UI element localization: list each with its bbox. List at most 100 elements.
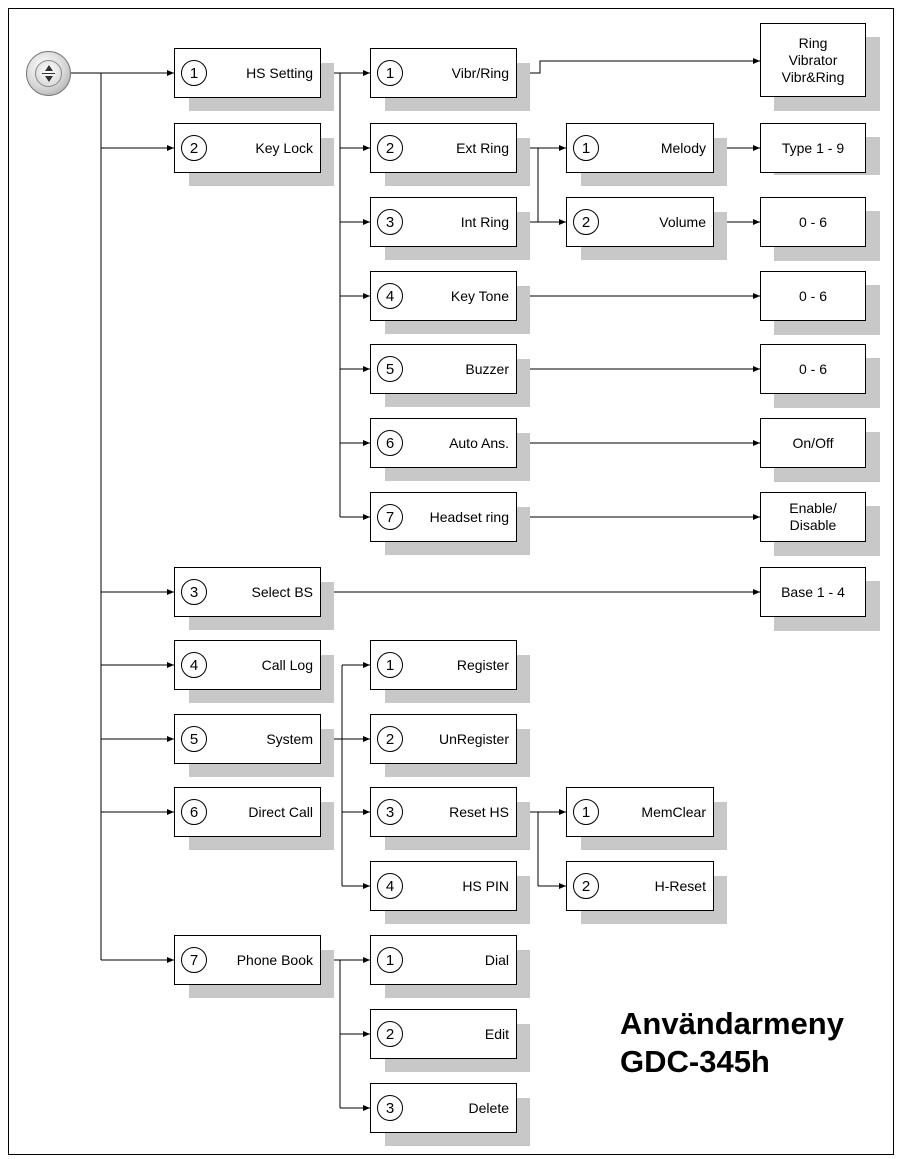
menu-key-tone: 4 Key Tone	[370, 271, 530, 334]
menu-label: MemClear	[641, 804, 706, 820]
options-select-bs: Base 1 - 4	[760, 567, 866, 617]
menu-label: Delete	[468, 1100, 509, 1116]
menu-label: Key Lock	[255, 140, 313, 156]
menu-number: 4	[377, 283, 403, 309]
menu-number: 3	[377, 209, 403, 235]
menu-number: 1	[377, 947, 403, 973]
menu-label: Call Log	[261, 657, 313, 673]
option-text: Base 1 - 4	[781, 583, 845, 600]
option-text: Type 1 - 9	[781, 139, 845, 156]
menu-key-lock: 2 Key Lock	[174, 123, 334, 186]
options-buzzer: 0 - 6	[760, 344, 866, 394]
menu-melody: 1 Melody	[566, 123, 727, 186]
menu-label: Ext Ring	[456, 140, 509, 156]
menu-register: 1 Register	[370, 640, 530, 703]
menu-call-log: 4 Call Log	[174, 640, 334, 703]
menu-phone-book: 7 Phone Book	[174, 935, 334, 998]
menu-label: Edit	[484, 1026, 509, 1042]
menu-h-reset: 2 H-Reset	[566, 861, 727, 924]
menu-label: UnRegister	[438, 731, 509, 747]
option-text: Enable/	[789, 500, 837, 516]
diagram-frame	[8, 8, 894, 1155]
menu-number: 2	[573, 209, 599, 235]
menu-unregister: 2 UnRegister	[370, 714, 530, 777]
menu-label: Vibr/Ring	[451, 65, 509, 81]
menu-number: 2	[377, 1021, 403, 1047]
menu-vibr-ring: 1 Vibr/Ring	[370, 48, 530, 111]
menu-label: Register	[456, 657, 509, 673]
title-line-2: GDC-345h	[620, 1044, 770, 1079]
options-headset-ring: Enable/ Disable	[760, 492, 866, 542]
menu-headset-ring: 7 Headset ring	[370, 492, 530, 555]
menu-number: 1	[377, 652, 403, 678]
menu-label: Phone Book	[236, 952, 313, 968]
options-volume: 0 - 6	[760, 197, 866, 247]
menu-number: 2	[181, 135, 207, 161]
menu-label: Melody	[660, 140, 706, 156]
menu-number: 1	[181, 60, 207, 86]
navigation-key-icon	[26, 51, 71, 96]
menu-label: Select BS	[251, 584, 313, 600]
menu-label: Reset HS	[449, 804, 509, 820]
menu-number: 3	[377, 1095, 403, 1121]
menu-label: Buzzer	[465, 361, 509, 377]
menu-system: 5 System	[174, 714, 334, 777]
menu-label: Headset ring	[429, 509, 509, 525]
menu-number: 4	[181, 652, 207, 678]
diagram-title: Användarmeny GDC-345h	[620, 1005, 844, 1081]
menu-memclear: 1 MemClear	[566, 787, 727, 850]
option-text: 0 - 6	[798, 213, 827, 230]
option-text: Vibr&Ring	[781, 68, 845, 85]
option-text: Vibrator	[788, 51, 838, 68]
options-auto-ans: On/Off	[760, 418, 866, 468]
menu-number: 2	[377, 726, 403, 752]
menu-int-ring: 3 Int Ring	[370, 197, 530, 260]
menu-number: 6	[181, 799, 207, 825]
menu-ext-ring: 2 Ext Ring	[370, 123, 530, 186]
menu-delete: 3 Delete	[370, 1083, 530, 1146]
options-melody: Type 1 - 9	[760, 123, 866, 173]
menu-label: Dial	[484, 952, 509, 968]
option-text: 0 - 6	[798, 287, 827, 304]
option-text: On/Off	[792, 434, 834, 451]
menu-number: 7	[377, 504, 403, 530]
menu-label: Direct Call	[248, 804, 313, 820]
title-line-1: Användarmeny	[620, 1006, 844, 1041]
menu-hs-pin: 4 HS PIN	[370, 861, 530, 924]
option-text: Ring	[798, 34, 828, 51]
menu-number: 3	[181, 579, 207, 605]
menu-hs-setting: 1 HS Setting	[174, 48, 334, 111]
menu-label: Volume	[659, 214, 706, 230]
menu-number: 4	[377, 873, 403, 899]
menu-buzzer: 5 Buzzer	[370, 344, 530, 407]
menu-label: Auto Ans.	[449, 435, 509, 451]
menu-label: Int Ring	[460, 214, 509, 230]
options-key-tone: 0 - 6	[760, 271, 866, 321]
menu-label: Key Tone	[450, 288, 509, 304]
menu-number: 5	[377, 356, 403, 382]
menu-number: 2	[377, 135, 403, 161]
menu-number: 6	[377, 430, 403, 456]
menu-number: 5	[181, 726, 207, 752]
menu-dial: 1 Dial	[370, 935, 530, 998]
menu-reset-hs: 3 Reset HS	[370, 787, 530, 850]
menu-label: System	[266, 731, 313, 747]
menu-number: 2	[573, 873, 599, 899]
menu-direct-call: 6 Direct Call	[174, 787, 334, 850]
menu-volume: 2 Volume	[566, 197, 727, 260]
option-text: Disable	[789, 517, 837, 533]
options-vibr-ring: Ring Vibrator Vibr&Ring	[760, 23, 866, 97]
menu-number: 1	[573, 799, 599, 825]
menu-number: 1	[573, 135, 599, 161]
menu-label: HS PIN	[462, 878, 509, 894]
menu-number: 7	[181, 947, 207, 973]
menu-number: 1	[377, 60, 403, 86]
menu-label: HS Setting	[246, 65, 313, 81]
menu-edit: 2 Edit	[370, 1009, 530, 1072]
menu-label: H-Reset	[654, 878, 706, 894]
menu-auto-ans: 6 Auto Ans.	[370, 418, 530, 481]
menu-number: 3	[377, 799, 403, 825]
menu-select-bs: 3 Select BS	[174, 567, 334, 630]
option-text: 0 - 6	[798, 360, 827, 377]
